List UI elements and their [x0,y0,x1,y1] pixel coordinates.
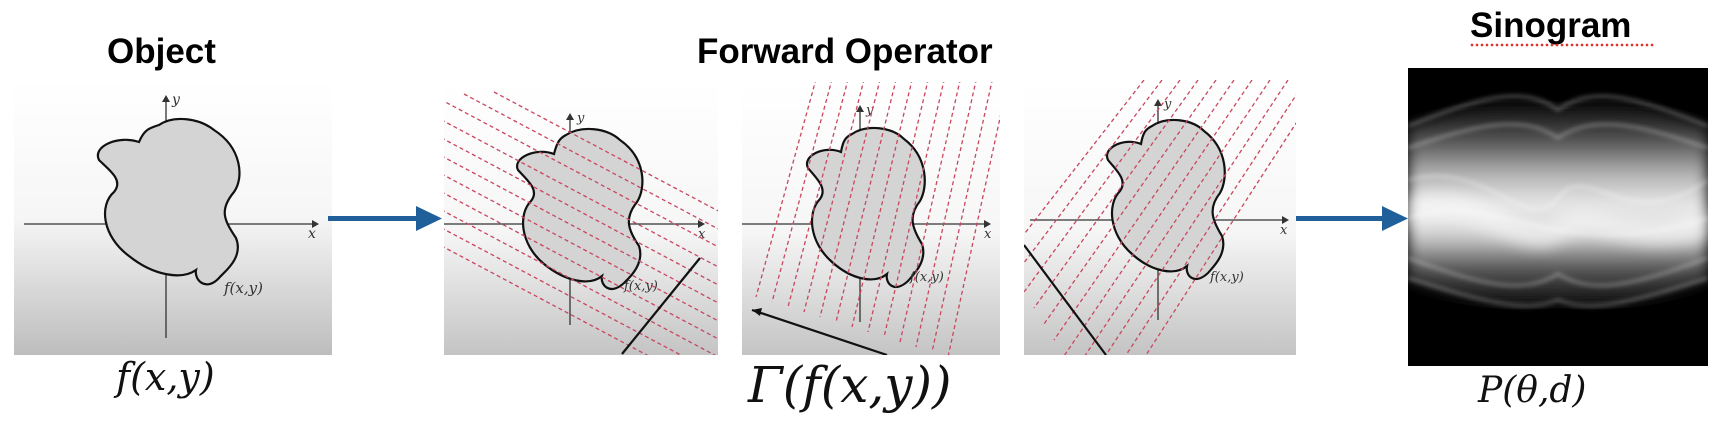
object-heading: Object [107,32,216,71]
function-label: f(x,y) [623,279,658,294]
x-axis-label: x [984,227,992,242]
object-panel-figure: x y f(x,y) [14,80,332,355]
object-shape [96,117,241,286]
detector-line [621,257,701,355]
function-label: f(x,y) [223,279,263,297]
sinogram-panel [1408,68,1708,366]
projection-figure-1: x y f(x,y) [444,80,718,355]
forward-operator-heading: Forward Operator [697,32,993,71]
y-axis-label: y [865,103,874,118]
sinogram-image [1408,68,1708,366]
y-axis-label: y [171,92,181,108]
detector-line [751,308,888,355]
projection-panel-1: x y f(x,y) [444,80,718,355]
projection-figure-2: x y f(x,y) [742,82,1000,355]
sinogram-heading: Sinogram [1470,6,1632,45]
projection-figure-3: x y f(x,y) [1024,80,1296,355]
y-axis-label: y [576,111,585,126]
sinogram-formula: P(θ,d) [1478,370,1587,411]
forward-operator-formula: Γ(f(x,y)) [748,356,952,414]
y-axis-label: y [1163,97,1172,112]
x-axis-label: x [1280,223,1288,238]
right-arrow-icon [1296,206,1408,231]
object-formula: f(x,y) [116,355,215,399]
object-shape [805,126,926,288]
function-label: f(x,y) [1209,270,1244,285]
projection-lines [1024,80,1296,355]
detector-line [1024,244,1107,355]
object-panel: x y f(x,y) [14,80,332,355]
x-axis-label: x [698,227,706,242]
projection-panel-3: x y f(x,y) [1024,80,1296,355]
projection-panel-2: x y f(x,y) [742,82,1000,355]
spellcheck-underline [1470,43,1654,47]
projection-lines [755,82,1000,355]
x-axis-label: x [308,226,316,242]
right-arrow-icon [328,206,442,231]
function-label: f(x,y) [909,270,944,285]
